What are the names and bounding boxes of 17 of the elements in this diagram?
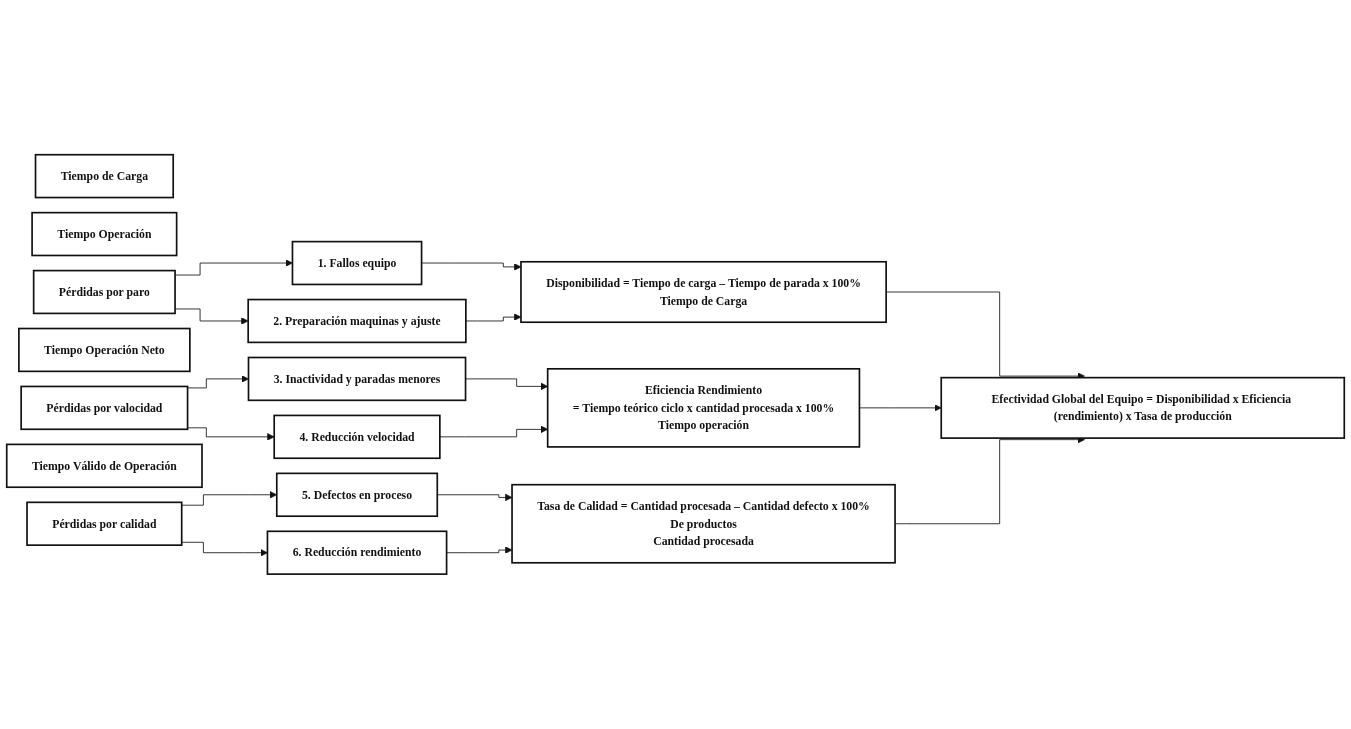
node-box: Tiempo Válido de Operación [5,443,203,489]
node-box: 5. Defectos en proceso [275,472,439,518]
node-box: Efectividad Global del Equipo = Disponibilidad x Eficiencia (rendimiento) x Tasa de producción [940,376,1346,439]
node-box: Tiempo Operación [31,211,178,257]
node-box: Tiempo Operación Neto [18,327,191,373]
node-box: Tiempo de Carga [34,153,175,199]
node-box: Pérdidas por calidad [26,501,183,547]
node-box: 2. Preparación maquinas y ajuste [247,298,467,344]
node-box: 1. Fallos equipo [291,240,423,286]
node-box: Tasa de Calidad = Cantidad procesada – Cantidad defecto x 100% De productos Cantidad procesada [511,483,896,564]
node-box: Pérdidas por valocidad [20,385,189,431]
node-box: Pérdidas por paro [32,269,176,315]
node-box: 6. Reducción rendimiento [266,530,448,576]
node-box: Eficiencia Rendimiento = Tiempo teórico ciclo x cantidad procesada x 100% Tiempo operación [546,368,861,448]
node-box: 3. Inactividad y paradas menores [247,356,467,402]
node-box: 4. Reducción velocidad [273,414,441,460]
node-box: Disponibilidad = Tiempo de carga – Tiempo de parada x 100% Tiempo de Carga [520,261,887,324]
